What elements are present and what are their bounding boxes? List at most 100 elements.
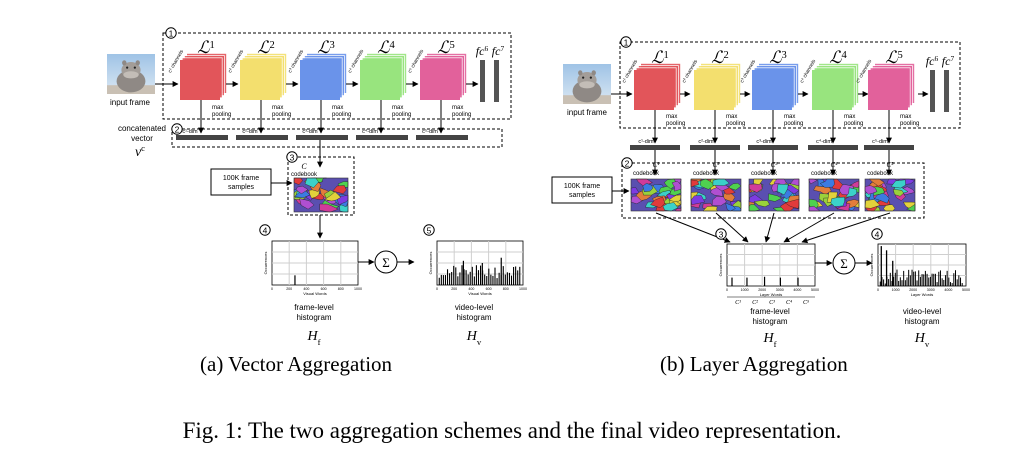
video-hist-label-1-b: video-level <box>903 307 941 316</box>
video-hist-bar <box>449 273 451 285</box>
video-hist-b-bar <box>939 270 941 286</box>
codebook-image-5-b-cell <box>890 179 906 189</box>
codebook-image-3-b-cell <box>753 200 770 208</box>
video-hist-b-bar <box>892 260 894 286</box>
video-hist-bar <box>513 266 515 285</box>
step-1-b-ring <box>620 36 632 48</box>
frame-hist-b-bar <box>763 276 766 286</box>
frame-hist-b-bar <box>746 277 748 286</box>
video-hist-b-bar <box>933 273 935 286</box>
pooled-vector-1-b <box>630 145 680 150</box>
frame-hist-b-tick-label: 3000 <box>776 288 784 292</box>
bracket-label-4-b: C⁴ <box>786 300 792 306</box>
video-hist-b-bar <box>893 276 895 286</box>
codebook-image-2-b <box>690 178 742 212</box>
frame-hist-b-tick-label: 1000 <box>741 288 749 292</box>
video-hist-bar <box>517 270 519 285</box>
arrow-to-hist-2-b <box>715 212 749 243</box>
input-frame-image-eye-r <box>133 66 136 69</box>
step-2: 2 <box>171 123 183 135</box>
video-hist-b-bar <box>884 283 886 286</box>
step-2-b-ring <box>621 157 633 169</box>
codebook-image-cell <box>332 185 347 194</box>
frame-hist-xlabel: Visual Words <box>303 291 326 296</box>
video-hist-bar <box>498 272 500 285</box>
layer-1-pooling: pooling <box>212 112 231 118</box>
arrow-to-hist-5-b <box>801 212 891 244</box>
video-hist-b-bar <box>926 273 928 286</box>
input-frame-image-snout <box>123 71 139 79</box>
video-hist-bar <box>480 265 482 285</box>
codebook-image-2-b-cell <box>727 182 742 191</box>
codebook-image-4-b-cell <box>845 187 857 198</box>
video-hist-tick-label: 200 <box>451 287 457 291</box>
video-hist-bar <box>440 274 442 285</box>
video-hist-b-bar <box>961 283 963 286</box>
video-hist-b-bar <box>923 274 925 286</box>
codebook-label-5-b: codebook <box>867 171 894 177</box>
dim-label-3: c³-dim <box>302 129 318 135</box>
frame-hist-b-bar <box>779 277 781 286</box>
codebook-symbol-4-b: C⁴ <box>830 161 838 169</box>
video-hist-b-bar <box>914 271 916 286</box>
video-hist-b-bar <box>951 283 953 286</box>
video-hist-b-bar <box>958 275 960 286</box>
video-hist-b-bar <box>898 280 900 286</box>
video-hist-b-bar <box>931 273 933 286</box>
layer-1-label: ℒ1 <box>197 38 215 57</box>
video-hist-b-tick-label: 4000 <box>944 288 952 292</box>
codebook-symbol-1-b: C¹ <box>653 161 660 169</box>
input-frame-image-b-eye-r <box>589 76 592 79</box>
video-hist-b-bar <box>953 273 955 286</box>
video-hist-b-bar <box>929 276 931 286</box>
frame-hist-b-tick-label: 0 <box>726 288 728 292</box>
video-hist-b-bar <box>924 270 926 286</box>
dim-label-5-b: c⁵-dim <box>872 138 888 145</box>
codebook-symbol-3-b: C³ <box>771 161 779 169</box>
frame-hist-label-1: frame-level <box>294 303 334 312</box>
layer-1-block-b <box>634 63 681 110</box>
layer-5-block <box>420 53 468 100</box>
codebook-image-3-b-border <box>748 178 800 212</box>
video-hist-b-tick-label: 5000 <box>962 288 970 292</box>
step-2-b: 2 <box>621 157 633 169</box>
video-hist-tick-label: 400 <box>468 287 474 291</box>
video-hist-b-bar <box>901 280 903 286</box>
video-hist-b-bar <box>919 276 921 286</box>
frame-hist-b-bar <box>731 277 733 286</box>
layer-3-max-b: max <box>784 114 795 120</box>
input-frame-image <box>107 54 155 94</box>
frame-hist-bar <box>294 275 296 285</box>
video-hist-b-bar <box>903 270 905 286</box>
fc7-label-b: fc7 <box>942 54 955 69</box>
video-hist-b-bar <box>880 246 882 286</box>
video-hist-bar <box>475 265 477 285</box>
video-hist-bar <box>457 276 459 285</box>
codebook-image-cell <box>295 185 309 195</box>
layer-2-pooling: pooling <box>272 112 291 118</box>
samples-label-2-b: samples <box>569 192 596 199</box>
codebook-image-5-b-cell <box>868 178 885 187</box>
video-hist-bar <box>471 266 473 285</box>
step-4-ring <box>259 224 271 236</box>
layer-3-label-b: ℒ3 <box>769 48 787 67</box>
codebook-image-1-b-border <box>630 178 682 212</box>
step-3-b-text: 3 <box>719 229 724 239</box>
video-hist-bar <box>488 268 490 285</box>
video-hist-bar <box>473 276 475 285</box>
step-1-b-text: 1 <box>624 37 629 47</box>
layer-1-block <box>180 53 228 100</box>
input-frame-image-b-snout <box>579 81 595 89</box>
layer-4-block <box>360 53 408 100</box>
video-hist-b-bar <box>888 279 890 286</box>
video-hist-bar <box>492 275 494 285</box>
step-5-ring <box>423 224 435 236</box>
samples-label-1: 100K frame <box>223 175 259 182</box>
video-hist-bar <box>455 267 457 285</box>
layer-1-pooling-b: pooling <box>666 121 685 127</box>
codebook-image-4-b <box>808 178 860 212</box>
video-hist-b-bar <box>941 278 943 286</box>
step-1: 1 <box>165 27 177 39</box>
